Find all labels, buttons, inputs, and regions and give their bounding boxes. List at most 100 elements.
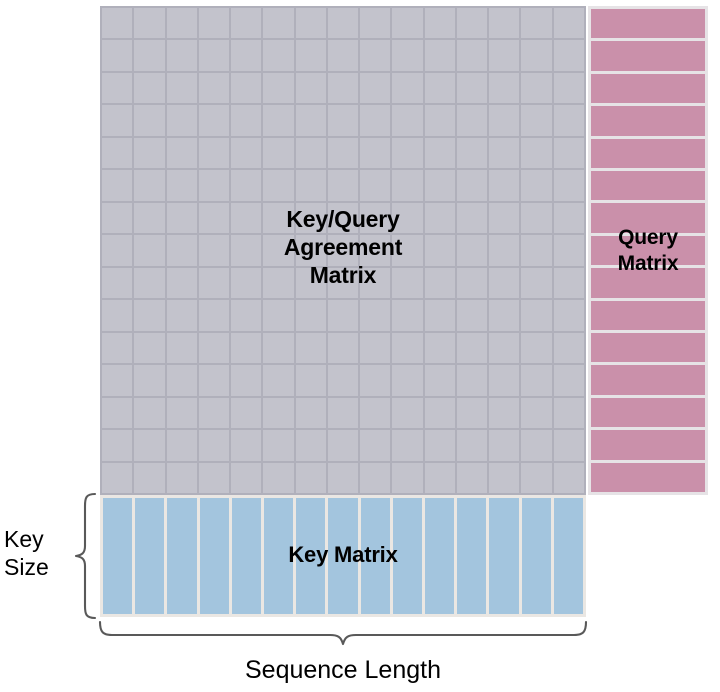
query-matrix-cell (591, 138, 705, 168)
agreement-matrix-cell (392, 137, 423, 169)
agreement-matrix-cell (456, 72, 488, 104)
agreement-matrix-cell (456, 397, 488, 429)
agreement-matrix-cell (295, 397, 326, 429)
agreement-matrix-cell (456, 430, 488, 461)
agreement-matrix-cell (521, 462, 552, 493)
agreement-matrix-cell (553, 137, 584, 169)
agreement-matrix-cell (134, 300, 165, 331)
agreement-matrix-cell (102, 332, 133, 364)
agreement-matrix-cell (360, 267, 391, 299)
agreement-matrix-cell (521, 332, 552, 364)
agreement-matrix-cell (166, 202, 197, 234)
agreement-matrix-cell (295, 235, 326, 266)
agreement-matrix-cell (102, 462, 133, 493)
agreement-matrix-cell (231, 8, 262, 39)
agreement-matrix-cell (360, 72, 391, 104)
agreement-matrix-cell (166, 137, 197, 169)
agreement-matrix-cell (263, 72, 294, 104)
agreement-matrix-cell (360, 8, 391, 39)
agreement-matrix-cell (295, 105, 326, 136)
agreement-matrix-cell (327, 397, 359, 429)
agreement-matrix-cell (102, 105, 133, 136)
agreement-matrix-cell (263, 40, 294, 71)
agreement-matrix-cell (392, 170, 423, 201)
agreement-matrix-cell (489, 40, 520, 71)
agreement-matrix-cell (134, 137, 165, 169)
agreement-matrix-cell (360, 332, 391, 364)
agreement-matrix-cell (198, 8, 230, 39)
agreement-matrix-cell (360, 202, 391, 234)
agreement-matrix-cell (360, 300, 391, 331)
agreement-matrix-cell (521, 137, 552, 169)
agreement-matrix-cell (489, 235, 520, 266)
agreement-matrix-cell (166, 170, 197, 201)
agreement-matrix-cell (327, 137, 359, 169)
agreement-matrix-cell (392, 365, 423, 396)
agreement-matrix-cell (392, 332, 423, 364)
agreement-matrix-cell (327, 462, 359, 493)
agreement-matrix-cell (553, 170, 584, 201)
agreement-matrix-cell (553, 8, 584, 39)
agreement-matrix-cell (553, 202, 584, 234)
agreement-matrix-cell (134, 462, 165, 493)
agreement-matrix-cell (295, 267, 326, 299)
agreement-matrix-cell (521, 170, 552, 201)
agreement-matrix-cell (166, 462, 197, 493)
agreement-matrix-cell (392, 235, 423, 266)
agreement-matrix-cell (134, 267, 165, 299)
agreement-matrix-cell (424, 430, 455, 461)
key-matrix-cell (553, 498, 583, 614)
agreement-matrix-cell (263, 300, 294, 331)
agreement-matrix-cell (198, 202, 230, 234)
agreement-matrix-cell (553, 365, 584, 396)
query-matrix-cell (591, 235, 705, 266)
agreement-matrix-cell (102, 137, 133, 169)
agreement-matrix-cell (231, 72, 262, 104)
agreement-matrix-cell (424, 137, 455, 169)
agreement-matrix-cell (198, 170, 230, 201)
agreement-matrix-cell (489, 137, 520, 169)
agreement-matrix-cell (263, 332, 294, 364)
agreement-matrix-cell (424, 40, 455, 71)
agreement-matrix-cell (134, 397, 165, 429)
agreement-matrix-cell (327, 430, 359, 461)
agreement-matrix-cell (134, 235, 165, 266)
agreement-matrix-cell (102, 397, 133, 429)
agreement-matrix-cell (166, 235, 197, 266)
agreement-matrix-cell (521, 267, 552, 299)
agreement-matrix-cell (198, 332, 230, 364)
agreement-matrix-cell (263, 462, 294, 493)
agreement-matrix-cell (553, 332, 584, 364)
agreement-matrix-cell (327, 202, 359, 234)
agreement-matrix-cell (424, 8, 455, 39)
agreement-matrix-cell (392, 300, 423, 331)
agreement-matrix-cell (456, 462, 488, 493)
agreement-matrix-cell (424, 365, 455, 396)
agreement-matrix-cell (424, 72, 455, 104)
agreement-matrix-cell (456, 300, 488, 331)
agreement-matrix-cell (392, 40, 423, 71)
agreement-matrix-cell (198, 72, 230, 104)
agreement-matrix-cell (521, 300, 552, 331)
agreement-matrix-cell (198, 397, 230, 429)
agreement-matrix-cell (424, 462, 455, 493)
agreement-matrix-cell (102, 267, 133, 299)
key-matrix-cell (231, 498, 261, 614)
agreement-matrix-cell (327, 170, 359, 201)
key-matrix-cell (392, 498, 422, 614)
agreement-matrix-cell (327, 332, 359, 364)
agreement-matrix-cell (327, 40, 359, 71)
agreement-matrix-cell (424, 332, 455, 364)
query-matrix-cell (591, 462, 705, 492)
agreement-matrix-cell (392, 462, 423, 493)
query-matrix-cell (591, 332, 705, 363)
agreement-matrix-cell (360, 40, 391, 71)
agreement-matrix-cell (521, 430, 552, 461)
agreement-matrix-cell (134, 40, 165, 71)
agreement-matrix-cell (553, 300, 584, 331)
key-size-label: Key Size (4, 526, 49, 581)
agreement-matrix-cell (102, 40, 133, 71)
agreement-matrix-cell (489, 365, 520, 396)
agreement-matrix-cell (327, 235, 359, 266)
agreement-matrix-cell (456, 170, 488, 201)
